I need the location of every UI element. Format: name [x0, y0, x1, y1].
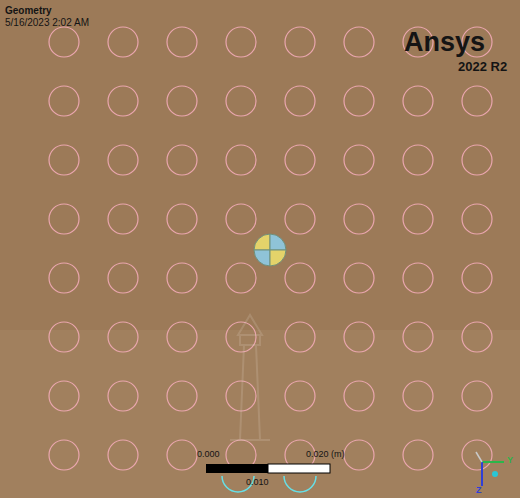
hole-outline: [403, 381, 433, 411]
hole-outline: [344, 263, 374, 293]
hole-outline: [167, 27, 197, 57]
scale-value: 0.000: [197, 450, 220, 460]
view-title: Geometry: [5, 5, 52, 16]
hole-outline: [285, 263, 315, 293]
hole-outline: [167, 322, 197, 352]
hole-outline: [108, 381, 138, 411]
hole-outline: [108, 440, 138, 470]
hole-outline: [462, 381, 492, 411]
hole-outline: [167, 145, 197, 175]
hole-outline: [108, 86, 138, 116]
hole-outline: [403, 86, 433, 116]
version-label: 2022 R2: [458, 60, 507, 74]
hole-outline: [285, 145, 315, 175]
hole-outline: [49, 86, 79, 116]
hole-outline: [344, 86, 374, 116]
hole-outline: [108, 27, 138, 57]
hole-outline: [344, 381, 374, 411]
hole-outline: [108, 204, 138, 234]
scale-value: 0.010: [246, 478, 269, 488]
hole-outline: [285, 381, 315, 411]
hole-outline: [462, 440, 492, 470]
hole-outline: [462, 86, 492, 116]
hole-outline: [167, 440, 197, 470]
hole-outline: [108, 322, 138, 352]
axis-label: Z: [476, 486, 482, 496]
scale-bar: [206, 464, 330, 492]
background: [0, 330, 520, 498]
hole-outline: [462, 204, 492, 234]
hole-outline: [49, 381, 79, 411]
hole-outline: [344, 145, 374, 175]
hole-outline: [108, 263, 138, 293]
hole-outline: [344, 440, 374, 470]
hole-outline: [167, 263, 197, 293]
hole-outline: [49, 204, 79, 234]
hole-outline: [49, 145, 79, 175]
hole-outline: [344, 204, 374, 234]
hole-outline: [462, 145, 492, 175]
hole-outline: [403, 145, 433, 175]
hole-outline: [285, 27, 315, 57]
scale-value: 0.020 (m): [306, 450, 345, 460]
axis-triad: [476, 452, 504, 486]
hole-outline: [285, 204, 315, 234]
hole-outline: [344, 27, 374, 57]
hole-outline: [49, 27, 79, 57]
hole-outline: [226, 204, 256, 234]
hole-outline: [226, 263, 256, 293]
hole-outline: [226, 145, 256, 175]
hole-outline: [403, 440, 433, 470]
hole-outline: [167, 204, 197, 234]
hole-outline: [226, 86, 256, 116]
hole-outline: [403, 263, 433, 293]
hole-outline: [285, 322, 315, 352]
hole-outline: [108, 145, 138, 175]
hole-outline: [49, 263, 79, 293]
center-marker: [254, 234, 286, 266]
hole-outline: [462, 322, 492, 352]
background: [0, 0, 520, 330]
hole-outline: [49, 322, 79, 352]
hole-outline: [49, 440, 79, 470]
timestamp: 5/16/2023 2:02 AM: [5, 17, 89, 28]
hole-outline: [462, 263, 492, 293]
watermark: [230, 315, 270, 440]
hole-grid: [49, 27, 492, 470]
hole-outline: [167, 86, 197, 116]
hole-outline: [226, 27, 256, 57]
brand-logo: Ansys: [404, 28, 485, 58]
hole-outline: [403, 204, 433, 234]
hole-outline: [167, 381, 197, 411]
axis-label: Y: [507, 456, 513, 466]
hole-outline: [403, 322, 433, 352]
hole-outline: [344, 322, 374, 352]
hole-outline: [285, 86, 315, 116]
